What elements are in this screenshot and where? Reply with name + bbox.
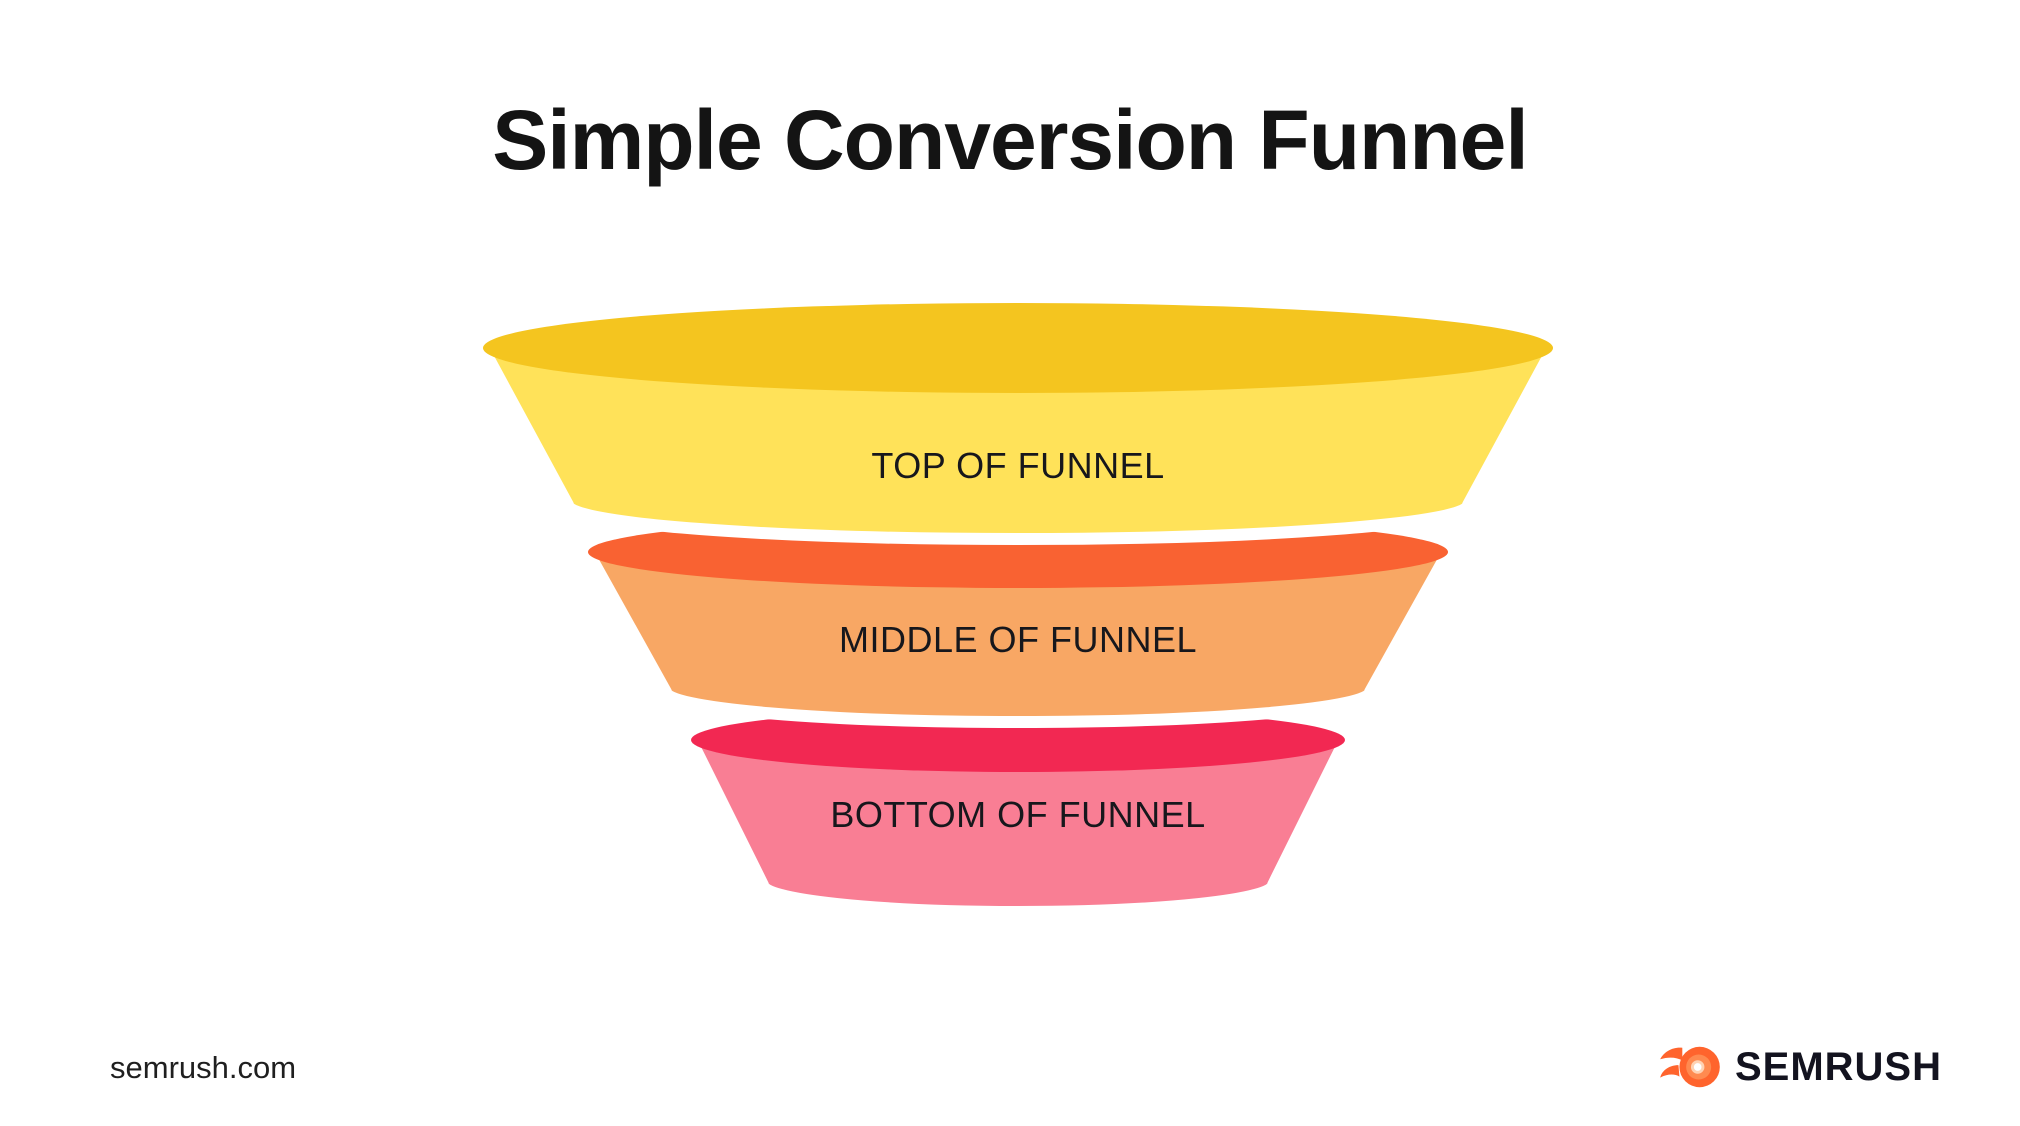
page-title: Simple Conversion Funnel xyxy=(492,93,1528,187)
funnel-stage-middle-label: MIDDLE OF FUNNEL xyxy=(839,619,1197,660)
website-url: semrush.com xyxy=(110,1050,297,1085)
funnel-stage-bottom-body xyxy=(685,734,1351,918)
funnel-stage-top xyxy=(477,303,1559,545)
funnel-stage-top-label: TOP OF FUNNEL xyxy=(871,445,1164,486)
funnel-stage-top-body xyxy=(477,342,1559,545)
funnel-stage-middle-body xyxy=(582,546,1454,728)
semrush-logo: SEMRUSH xyxy=(1659,1042,1942,1092)
semrush-flame-icon xyxy=(1660,1046,1720,1088)
flame-white-core xyxy=(1693,1063,1702,1071)
funnel-stage-top-rim xyxy=(483,303,1553,393)
semrush-brand-text: SEMRUSH xyxy=(1734,1044,1942,1089)
funnel-stage-bottom-label: BOTTOM OF FUNNEL xyxy=(830,794,1205,835)
